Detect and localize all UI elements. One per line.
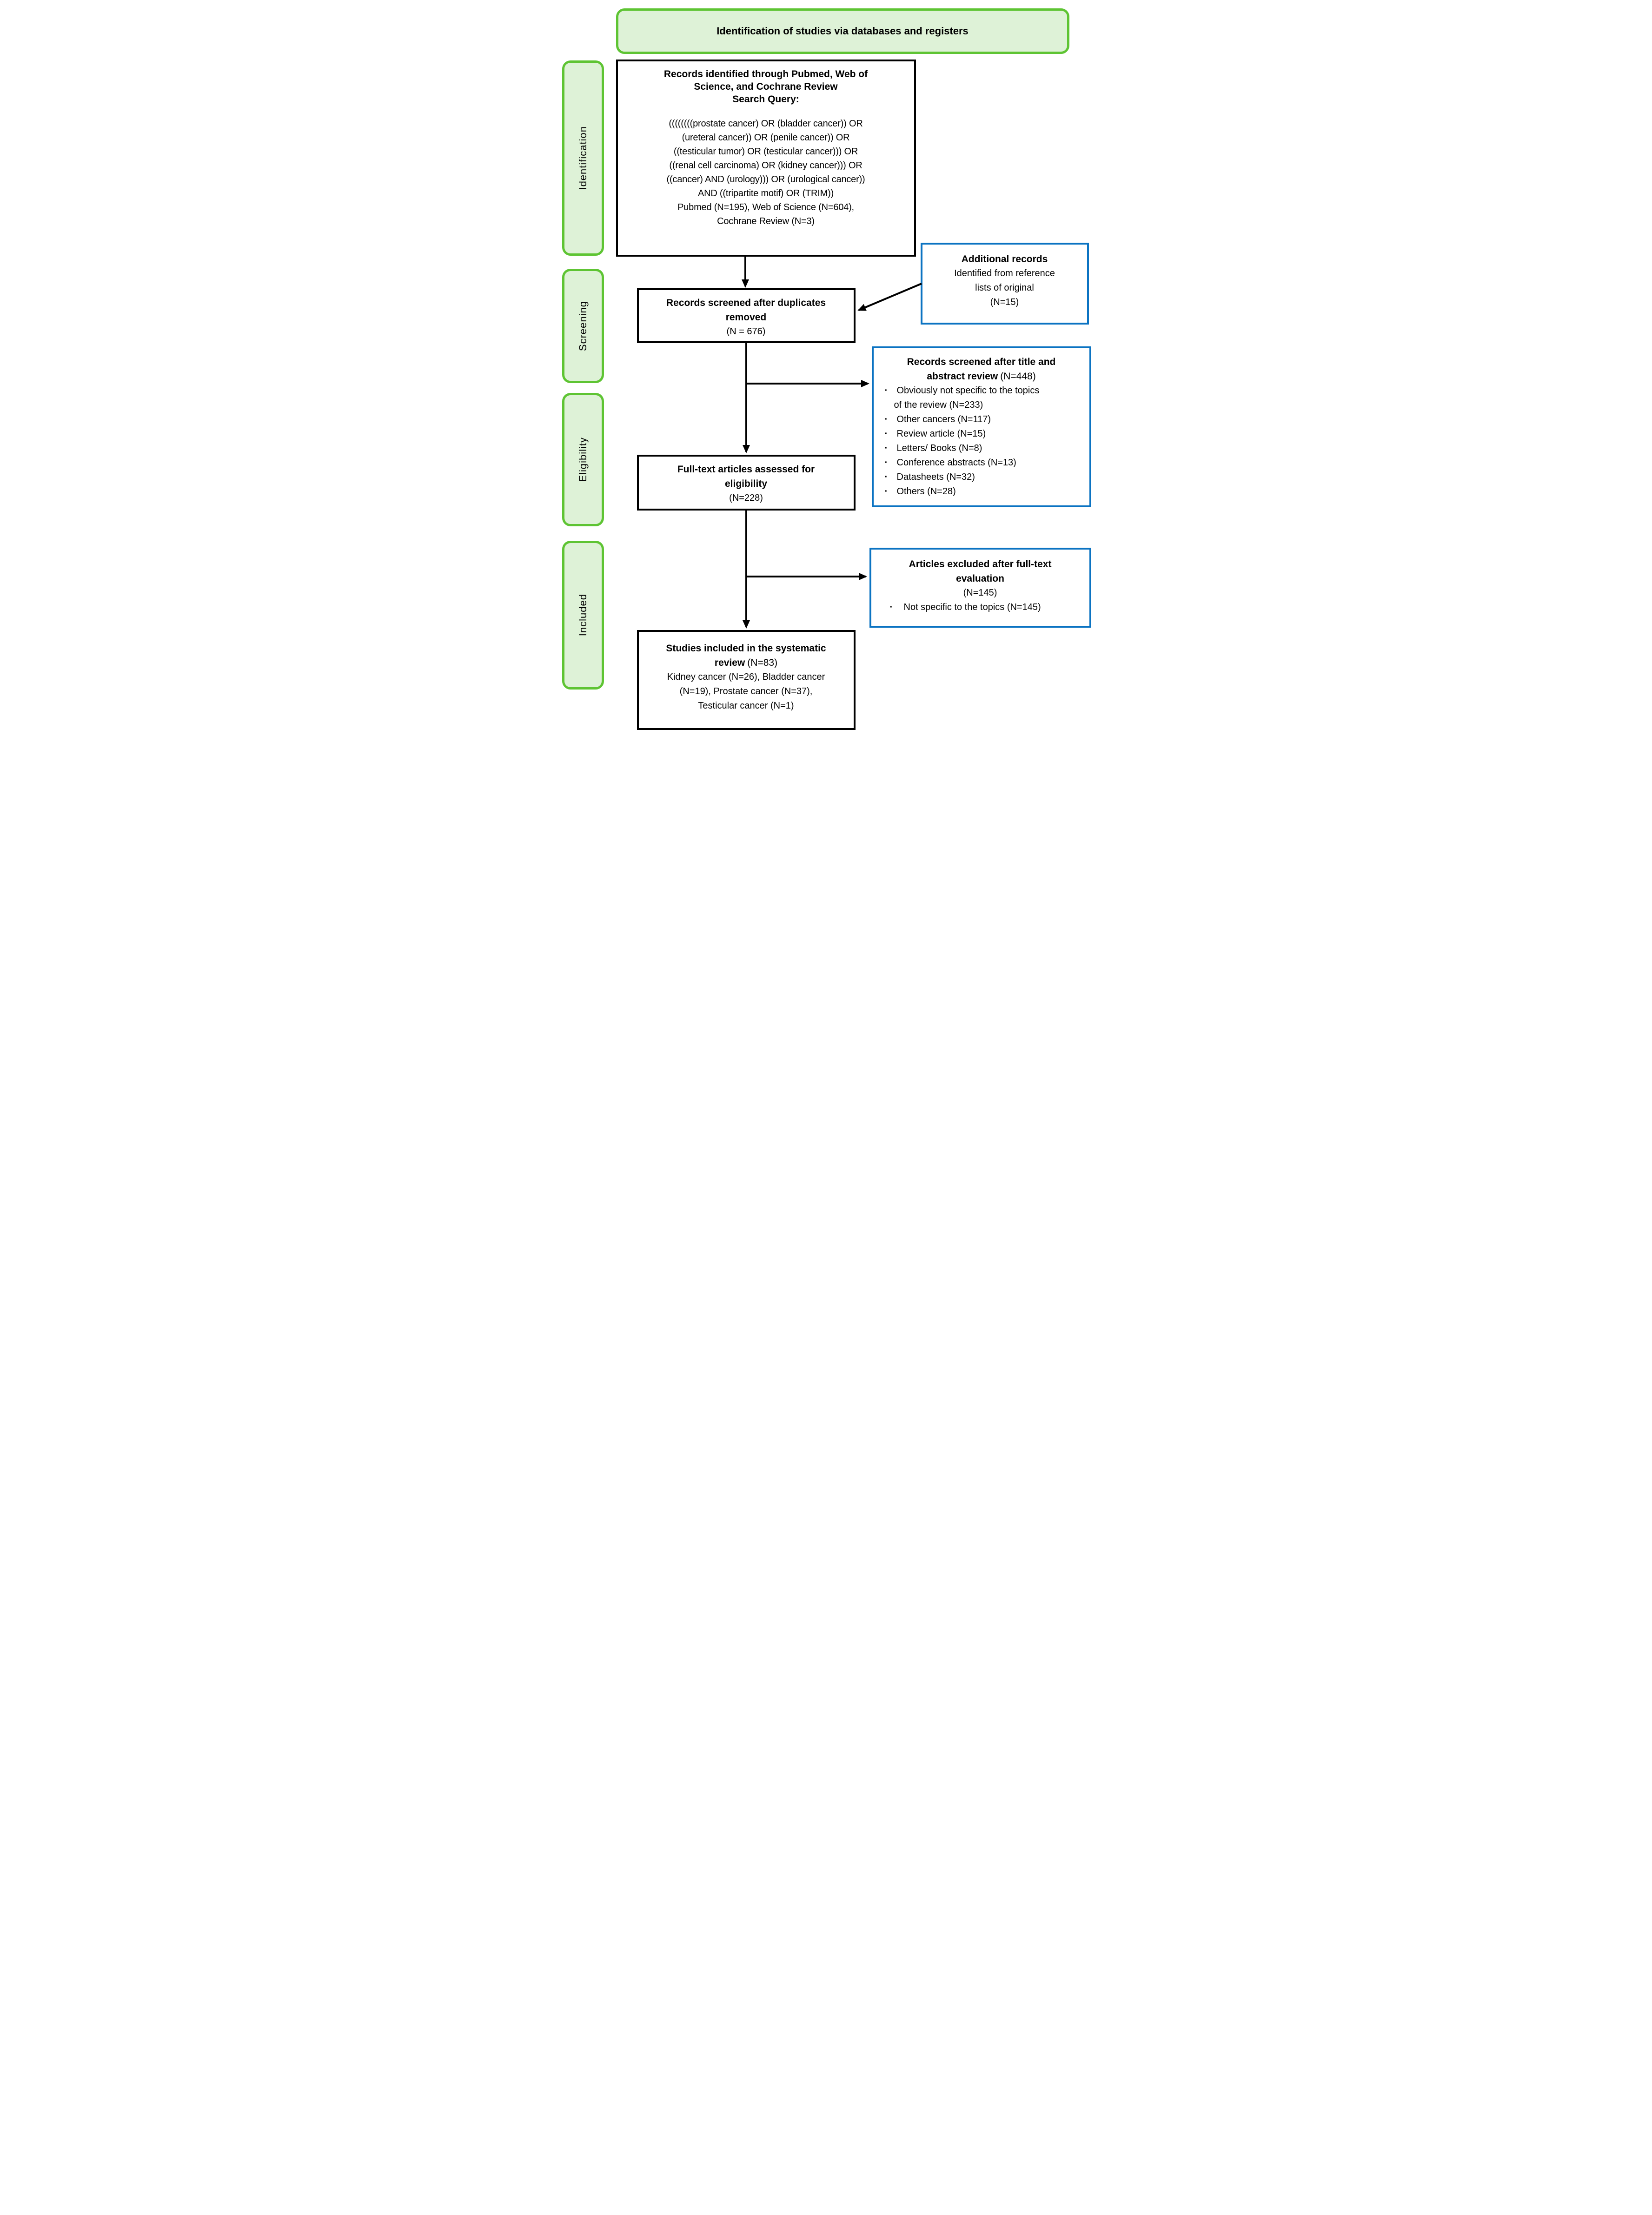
identified-header-line: Science, and Cochrane Review	[694, 81, 838, 92]
included-studies-line: Kidney cancer (N=26), Bladder cancer	[667, 672, 825, 682]
duplicates-removed-line: removed	[725, 312, 767, 323]
duplicates-removed-box: Records screened after duplicates remove…	[637, 288, 856, 343]
fulltext-excluded-line: evaluation	[956, 573, 1004, 584]
included-studies-line: Testicular cancer (N=1)	[698, 701, 794, 711]
exclusion-reason-item: · Review article (N=15)	[882, 427, 1089, 441]
exclusion-reason-text: Conference abstracts (N=13)	[896, 458, 1016, 468]
fulltext-assessed-box: Full-text articles assessed for eligibil…	[637, 455, 856, 511]
fulltext-excluded-box: Articles excluded after full-text evalua…	[869, 548, 1091, 628]
bullet-icon: ·	[884, 385, 888, 396]
search-query-line: ((cancer) AND (urology))) OR (urological…	[666, 174, 865, 185]
additional-records-title: Additional records	[961, 254, 1048, 265]
fulltext-exclusion-reason-text: Not specific to the topics (N=145)	[903, 602, 1041, 612]
arrow-additional-to-screened	[857, 283, 922, 311]
stage-eligibility: Eligibility	[562, 393, 604, 526]
search-query-line: AND ((tripartite motif) OR (TRIM))	[697, 188, 834, 199]
stage-included-label: Included	[577, 594, 589, 637]
exclusion-reason-text: Datasheets (N=32)	[896, 472, 975, 482]
stage-included: Included	[562, 541, 604, 690]
included-studies-heading-line: Studies included in the systematic	[666, 643, 826, 654]
stage-identification: Identification	[562, 60, 604, 256]
duplicates-removed-count: (N = 676)	[726, 326, 766, 337]
exclusion-reason-item: of the review (N=233)	[882, 398, 1089, 412]
bullet-icon: ·	[884, 458, 888, 468]
exclusion-reason-item: · Obviously not specific to the topics	[882, 384, 1089, 398]
fulltext-excluded-count: (N=145)	[963, 588, 997, 598]
search-query-line: ((renal cell carcinoma) OR (kidney cance…	[669, 160, 862, 171]
bullet-icon: ·	[884, 486, 888, 497]
exclusion-reason-item: · Conference abstracts (N=13)	[882, 456, 1089, 470]
identified-header-line: Records identified through Pubmed, Web o…	[663, 69, 868, 80]
records-identified-box: Records identified through Pubmed, Web o…	[616, 60, 916, 257]
fulltext-excluded-line: Articles excluded after full-text	[909, 559, 1052, 570]
search-query-line: ((testicular tumor) OR (testicular cance…	[673, 146, 858, 157]
diagram-title: Identification of studies via databases …	[717, 25, 969, 37]
additional-records-line: lists of original	[975, 283, 1034, 293]
stage-screening: Screening	[562, 269, 604, 383]
additional-records-line: Identified from reference	[954, 268, 1055, 279]
diagram-title-box: Identification of studies via databases …	[616, 8, 1069, 54]
fulltext-assessed-count: (N=228)	[729, 493, 763, 503]
search-query-line: (ureteral cancer)) OR (penile cancer)) O…	[682, 133, 850, 143]
exclusion-reason-text: Others (N=28)	[896, 486, 956, 497]
bullet-icon: ·	[884, 429, 888, 439]
title-abstract-heading-line2: abstract review(N=448)	[874, 369, 1089, 384]
search-query-line: Cochrane Review (N=3)	[717, 216, 815, 226]
exclusion-reason-text: Review article (N=15)	[896, 429, 986, 439]
bullet-icon: ·	[884, 414, 888, 424]
included-studies-line: (N=19), Prostate cancer (N=37),	[679, 686, 813, 696]
search-query-line: ((((((((prostate cancer) OR (bladder can…	[669, 119, 863, 129]
exclusion-reason-text: of the review (N=233)	[894, 400, 983, 410]
included-studies-heading-bold: review	[714, 657, 745, 668]
title-abstract-review-box: Records screened after title and abstrac…	[871, 346, 1091, 507]
title-abstract-heading-bold: abstract review	[927, 371, 998, 382]
bullet-icon: ·	[884, 472, 888, 482]
included-studies-count: (N=83)	[747, 657, 778, 668]
bullet-icon: ·	[884, 443, 888, 453]
exclusion-reason-text: Other cancers (N=117)	[896, 414, 991, 424]
included-studies-heading-line2: review(N=83)	[639, 656, 854, 670]
duplicates-removed-line: Records screened after duplicates	[666, 298, 826, 308]
exclusion-reason-text: Letters/ Books (N=8)	[896, 443, 982, 453]
identified-header-line: Search Query:	[732, 94, 799, 105]
exclusion-reason-item: · Datasheets (N=32)	[882, 470, 1089, 484]
exclusion-reason-item: · Others (N=28)	[882, 484, 1089, 499]
bullet-icon: ·	[889, 602, 893, 612]
title-abstract-count: (N=448)	[1000, 371, 1036, 382]
stage-screening-label: Screening	[577, 300, 589, 351]
prisma-flow-diagram: Identification of studies via databases …	[551, 0, 1101, 738]
additional-records-box: Additional records Identified from refer…	[920, 243, 1089, 325]
stage-eligibility-label: Eligibility	[577, 437, 589, 482]
fulltext-assessed-line: Full-text articles assessed for	[677, 464, 815, 475]
fulltext-exclusion-reason-item: · Not specific to the topics (N=145)	[871, 600, 1089, 615]
exclusion-reason-item: · Other cancers (N=117)	[882, 412, 1089, 427]
additional-records-count: (N=15)	[990, 297, 1019, 307]
search-query-line: Pubmed (N=195), Web of Science (N=604),	[677, 202, 854, 212]
included-studies-box: Studies included in the systematic revie…	[637, 630, 856, 730]
title-abstract-heading-line: Records screened after title and	[907, 357, 1056, 367]
bullet-spacer	[882, 398, 894, 412]
stage-identification-label: Identification	[577, 126, 589, 190]
exclusion-reason-item: · Letters/ Books (N=8)	[882, 441, 1089, 456]
fulltext-assessed-line: eligibility	[724, 478, 767, 489]
exclusion-reason-text: Obviously not specific to the topics	[896, 385, 1040, 396]
